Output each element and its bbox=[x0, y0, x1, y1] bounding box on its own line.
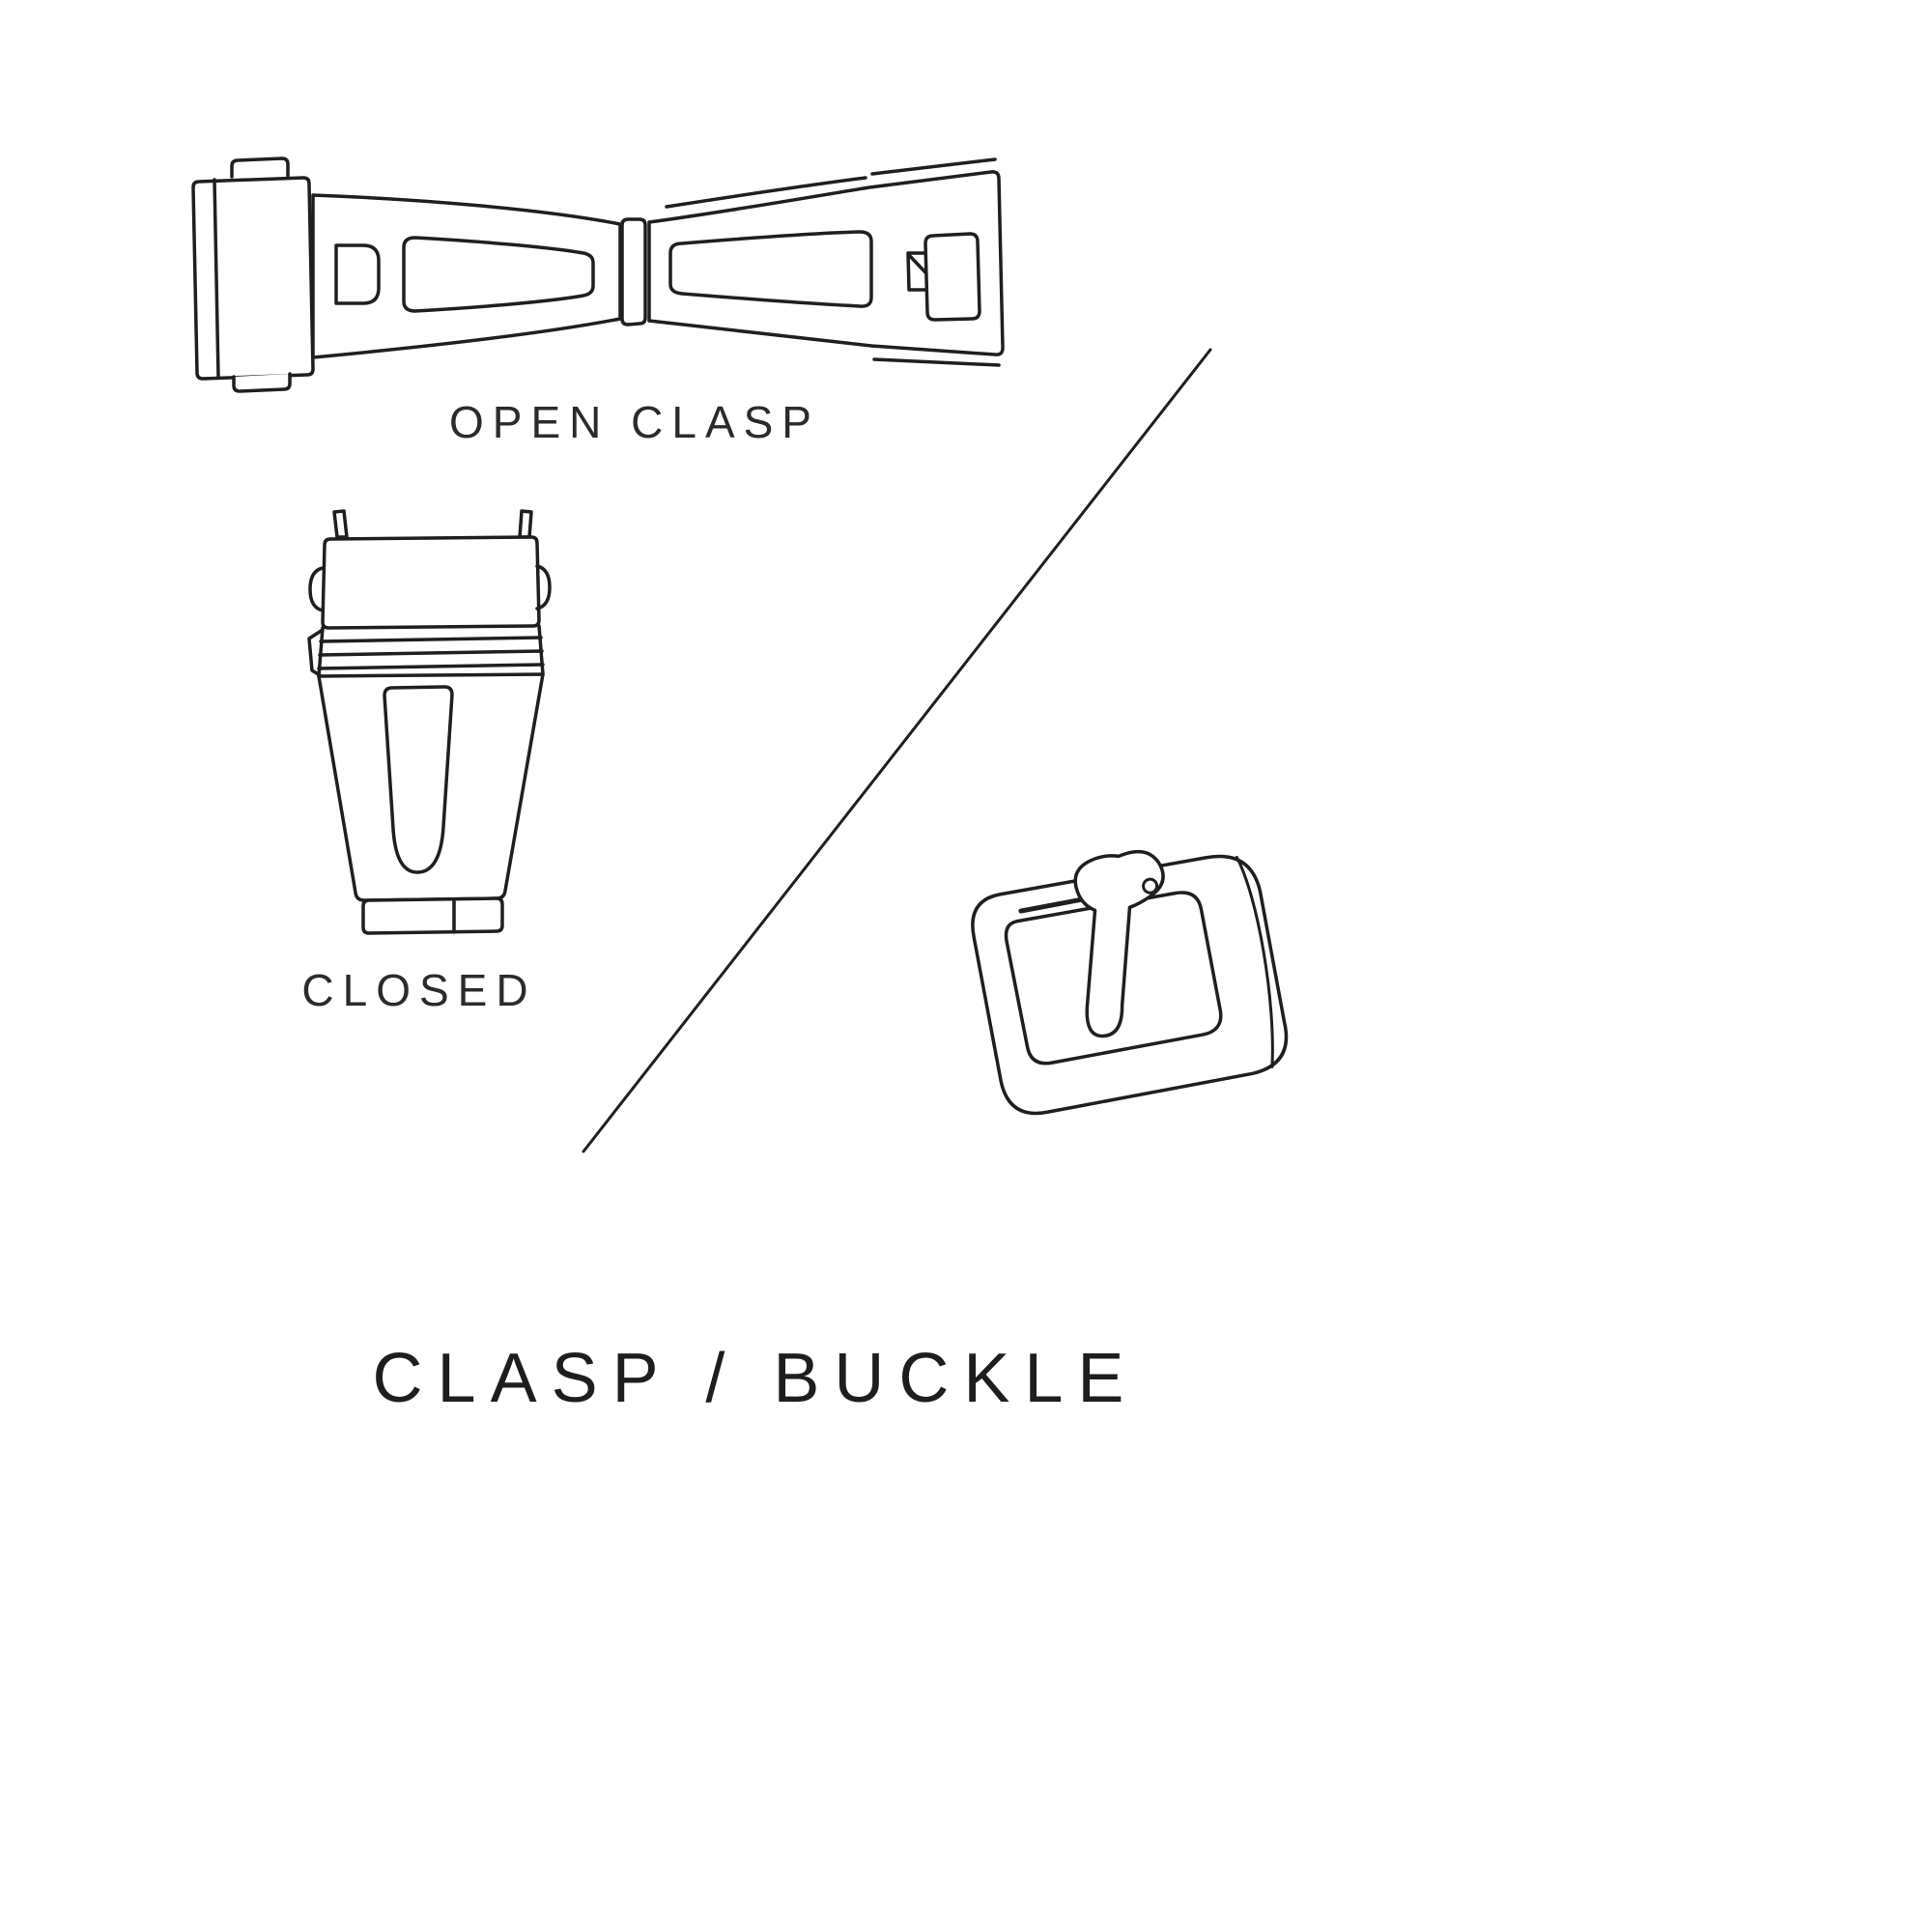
diagonal-divider-line bbox=[583, 350, 1210, 1151]
buckle-illustration bbox=[965, 835, 1293, 1120]
diagram-title: CLASP / BUCKLE bbox=[372, 1340, 1139, 1417]
open-clasp-illustration bbox=[193, 158, 1003, 391]
closed-clasp-label: CLOSED bbox=[301, 965, 537, 1015]
closed-clasp-illustration bbox=[309, 511, 550, 933]
open-clasp-label: OPEN CLASP bbox=[449, 397, 820, 447]
